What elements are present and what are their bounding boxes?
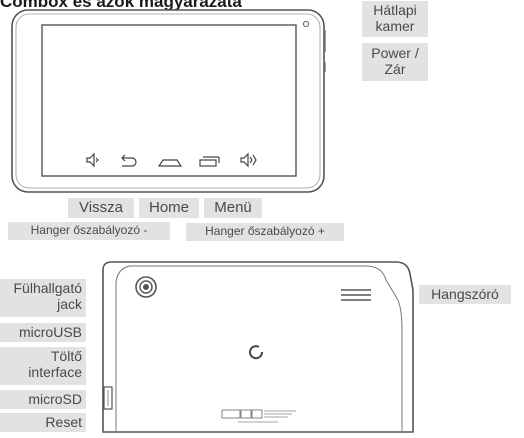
label-back: Vissza bbox=[68, 198, 134, 218]
label-back-camera-line1: Hátlapi bbox=[373, 2, 417, 18]
label-power-lock-line2: Zár bbox=[384, 61, 406, 78]
label-back-camera-line2: kamer bbox=[375, 18, 415, 35]
recent-apps-icon bbox=[199, 156, 220, 167]
label-volume-up: Hanger őszabályozó + bbox=[186, 223, 344, 241]
tablet-front bbox=[11, 9, 326, 193]
volume-up-icon bbox=[240, 152, 257, 168]
page-title: Combox és azok magyarázata bbox=[0, 0, 242, 11]
label-home: Home bbox=[139, 198, 199, 218]
label-speaker: Hangszóró bbox=[419, 285, 511, 304]
label-reset: Reset bbox=[0, 413, 86, 432]
label-charging-interface-line1: Töltő bbox=[50, 348, 82, 364]
certification-marks-icon bbox=[221, 409, 296, 423]
home-icon bbox=[157, 159, 183, 167]
label-micro-sd: microSD bbox=[0, 390, 86, 409]
label-headphone-jack-line1: Fülhallgató bbox=[13, 280, 83, 296]
label-charging-interface-line2: interface bbox=[28, 364, 82, 381]
label-back-camera: Hátlapi kamer bbox=[362, 1, 428, 37]
front-camera-icon bbox=[302, 20, 310, 28]
label-headphone-jack: Fülhallgató jack bbox=[0, 279, 86, 317]
label-volume-down: Hanger őszabályozó - bbox=[8, 222, 170, 240]
camera-lens-icon bbox=[135, 276, 157, 298]
back-arrow-icon bbox=[121, 154, 137, 167]
label-headphone-jack-line2: jack bbox=[57, 296, 82, 313]
label-menu: Menü bbox=[204, 198, 262, 218]
volume-down-icon bbox=[86, 152, 99, 168]
screen bbox=[41, 24, 297, 177]
label-power-lock-line1: Power / bbox=[371, 45, 419, 61]
label-charging-interface: Töltő interface bbox=[0, 347, 86, 385]
speaker-grille-icon bbox=[341, 289, 371, 301]
label-micro-usb: microUSB bbox=[0, 323, 86, 342]
brand-logo-icon bbox=[249, 345, 264, 360]
tablet-back bbox=[102, 261, 414, 433]
label-power-lock: Power / Zár bbox=[362, 43, 428, 81]
